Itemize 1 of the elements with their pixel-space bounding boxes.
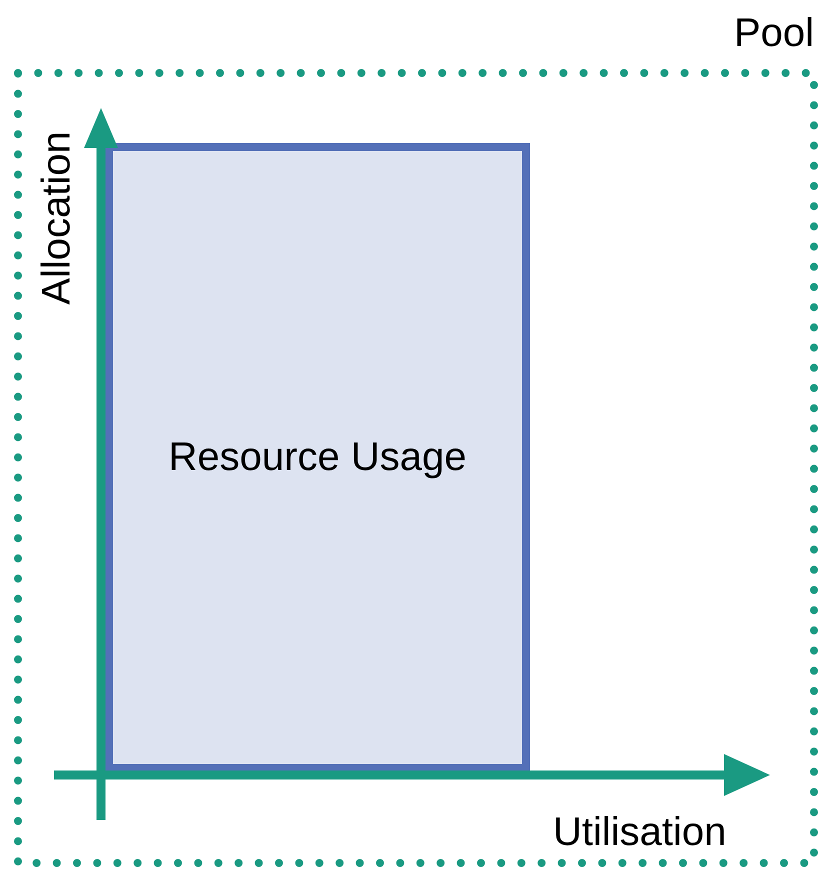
pool-heading: Pool xyxy=(734,11,814,56)
